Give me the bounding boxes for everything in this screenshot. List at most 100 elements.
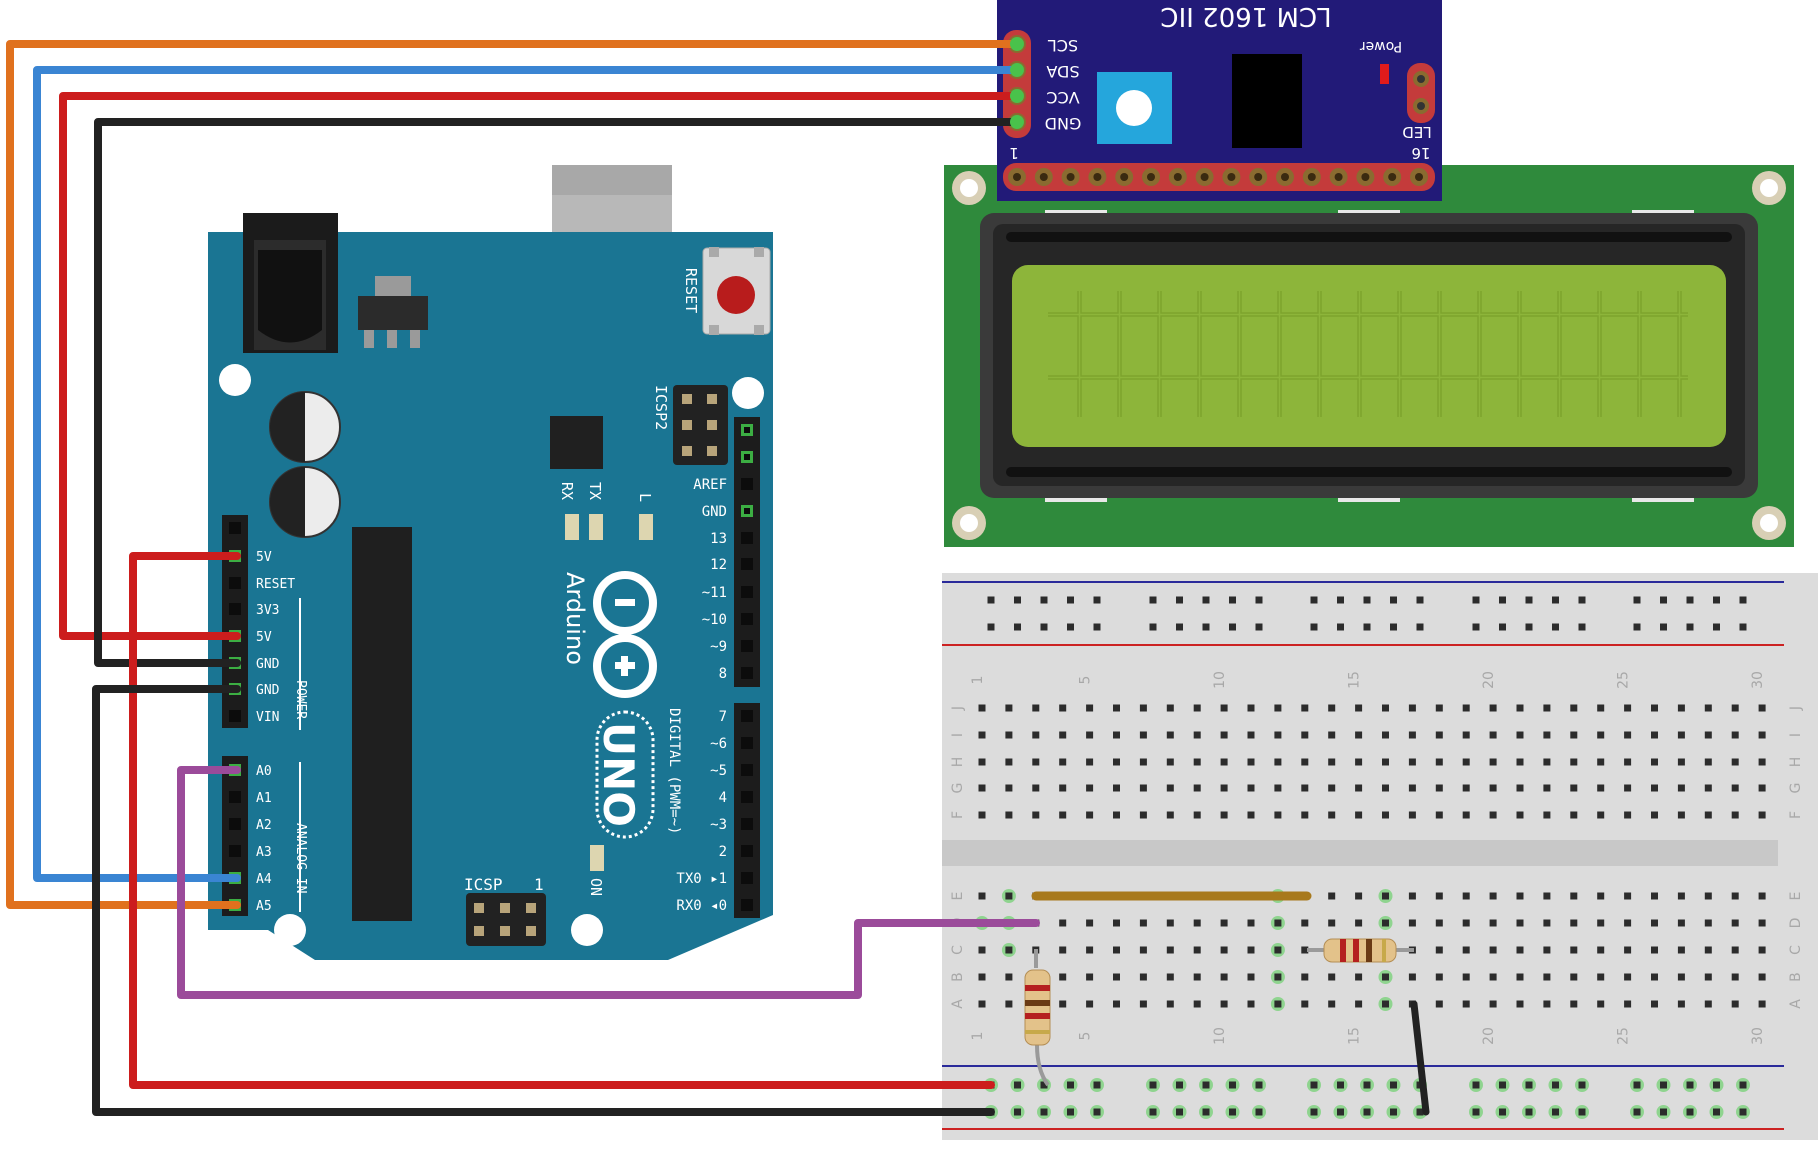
breadboard-hole	[1570, 758, 1578, 766]
rail-hole	[1416, 596, 1424, 604]
breadboard-hole	[1624, 731, 1632, 739]
breadboard-row-letter: A	[950, 999, 966, 1009]
breadboard-row-letter: G	[950, 783, 966, 794]
breadboard-hole	[1139, 1000, 1147, 1008]
breadboard-hole	[1651, 731, 1658, 739]
rail-hole	[1633, 596, 1641, 604]
breadboard-hole	[1113, 919, 1120, 927]
tx-label: TX	[586, 482, 604, 500]
breadboard-hole	[1624, 946, 1632, 954]
l-led	[639, 514, 653, 540]
reset-button[interactable]	[702, 247, 771, 335]
breadboard-hole	[1139, 919, 1147, 927]
breadboard-hole	[1435, 811, 1443, 819]
breadboard-hole	[1328, 811, 1336, 819]
breadboard-hole	[1086, 973, 1094, 981]
breadboard-hole	[1570, 811, 1578, 819]
breadboard-column-number: 20	[1481, 1027, 1497, 1045]
breadboard-hole	[1489, 731, 1497, 739]
rail-hole	[1176, 623, 1183, 631]
breadboard-hole	[1247, 919, 1255, 927]
breadboard-hole	[1193, 811, 1201, 819]
header-pin	[741, 899, 753, 911]
breadboard-hole	[1677, 919, 1685, 927]
rail-hole	[1040, 623, 1048, 631]
rail-hole	[1390, 623, 1397, 631]
rail-hole	[1093, 623, 1101, 631]
rail-hole	[1660, 596, 1667, 604]
rail-hole	[1337, 1108, 1344, 1116]
breadboard-hole	[1677, 973, 1685, 981]
breadboard-hole	[1086, 811, 1094, 819]
breadboard-hole	[1489, 758, 1497, 766]
breadboard-hole	[1597, 704, 1605, 712]
breadboard-hole	[1301, 731, 1309, 739]
header-pin	[229, 791, 241, 803]
breadboard-hole	[1435, 758, 1443, 766]
header-pin	[1281, 173, 1289, 181]
breadboard-hole	[1382, 892, 1389, 900]
breadboard-hole	[1382, 973, 1389, 981]
rail-hole	[1660, 1081, 1667, 1089]
breadboard-hole	[1731, 811, 1739, 819]
rail-hole	[1149, 596, 1157, 604]
breadboard-hole	[1113, 704, 1120, 712]
rail-hole	[1176, 1108, 1183, 1116]
rail-hole	[1499, 1081, 1506, 1089]
atmega-chip	[352, 527, 412, 921]
breadboard-hole	[1355, 731, 1363, 739]
breadboard-row-letter: F	[1788, 811, 1804, 819]
breadboard-hole	[1032, 811, 1040, 819]
rail-hole	[1202, 1081, 1210, 1089]
header-pin	[1147, 173, 1155, 181]
breadboard-center-channel	[942, 840, 1778, 866]
breadboard-hole	[1408, 892, 1416, 900]
rail-hole	[1739, 1081, 1747, 1089]
breadboard-hole	[1731, 704, 1739, 712]
breadboard-hole	[1086, 704, 1094, 712]
breadboard-hole	[1570, 892, 1578, 900]
reset-button-cap[interactable]	[717, 276, 755, 314]
breadboard-hole	[1597, 758, 1605, 766]
breadboard-hole	[1543, 704, 1551, 712]
digital-pin-label: ~3	[710, 817, 727, 833]
breadboard-hole	[1731, 919, 1739, 927]
i2c-pin-label-sda: SDA	[1046, 62, 1079, 81]
header-pin	[229, 845, 241, 857]
breadboard-hole	[1005, 811, 1013, 819]
breadboard-hole	[1059, 811, 1067, 819]
breadboard-hole	[1704, 973, 1712, 981]
header-pin	[1334, 173, 1343, 181]
i2c-pin-labels: SCL SDA VCC GND	[1045, 36, 1082, 133]
breadboard-hole	[1274, 758, 1282, 766]
header-pin	[1173, 173, 1182, 181]
breadboard-hole	[1462, 919, 1470, 927]
breadboard-hole	[1435, 731, 1443, 739]
breadboard-hole	[1166, 1000, 1174, 1008]
breadboard-hole	[1166, 704, 1174, 712]
breadboard-hole	[1355, 784, 1363, 792]
digital-pin-label: 7	[719, 709, 727, 725]
breadboard-hole	[1704, 784, 1712, 792]
breadboard-hole	[1435, 946, 1443, 954]
breadboard-hole	[1731, 731, 1739, 739]
breadboard-column-number: 1	[970, 676, 986, 685]
breadboard-row-letter: B	[950, 972, 966, 982]
breadboard-hole	[1220, 1000, 1228, 1008]
breadboard-hole	[978, 892, 986, 900]
breadboard-hole	[1382, 919, 1389, 927]
rail-hole	[1578, 1108, 1586, 1116]
analog-header	[222, 756, 248, 916]
breadboard-hole	[1005, 973, 1013, 981]
header-pin	[741, 791, 753, 803]
header-pin	[229, 522, 241, 534]
breadboard-hole	[1328, 731, 1336, 739]
breadboard-hole	[1758, 946, 1766, 954]
header-pin	[1388, 173, 1397, 181]
breadboard-hole	[1382, 758, 1389, 766]
breadboard-hole	[1166, 811, 1174, 819]
rail-hole	[1337, 596, 1344, 604]
icsp2-header	[673, 385, 728, 465]
breadboard-hole	[1677, 1000, 1685, 1008]
